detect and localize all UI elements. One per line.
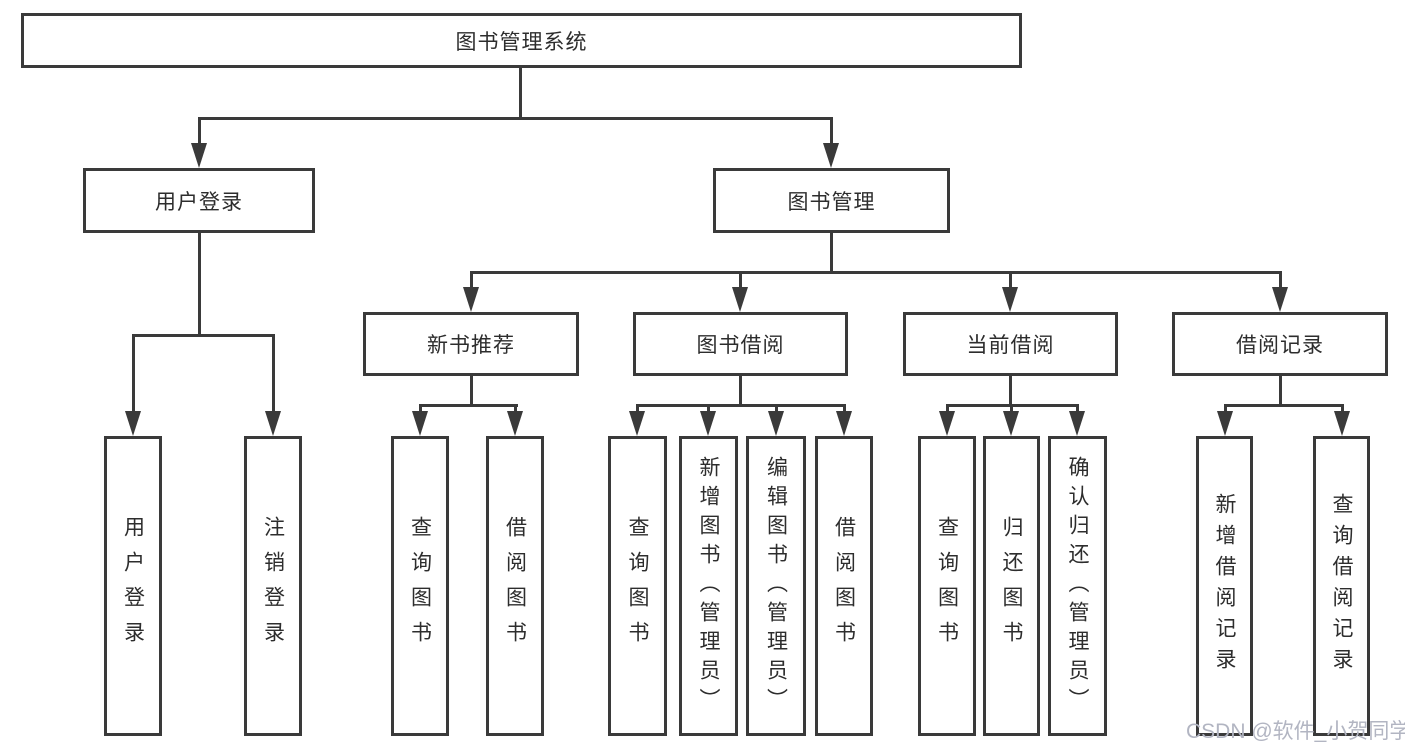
leaf-borrowing-query-books: 查询图书 [608,436,667,736]
leaf-borrowing-borrow-books-label: 借阅图书 [832,516,856,656]
connector-line [470,271,1282,274]
connector-line [739,271,742,288]
connector-line [830,233,833,273]
connector-line [419,404,518,407]
leaf-newbook-query-books: 查询图书 [391,436,449,736]
connector-line [1224,404,1227,413]
leaf-query-borrow-record: 查询借阅记录 [1313,436,1370,736]
connector-line [707,404,710,413]
connector-line [198,117,833,120]
arrowhead-down-icon [265,411,281,436]
arrowhead-down-icon [1069,411,1085,436]
arrowhead-down-icon [768,411,784,436]
connector-line [470,376,473,407]
leaf-user-login: 用户登录 [104,436,162,736]
node-book-management: 图书管理 [713,168,950,233]
arrowhead-down-icon [700,411,716,436]
connector-line [1009,376,1012,407]
connector-line [1009,271,1012,288]
leaf-add-borrow-record-label: 新增借阅记录 [1213,493,1236,679]
connector-line [272,334,275,412]
arrowhead-down-icon [1003,411,1019,436]
connector-line [843,404,846,413]
node-borrow-records-label: 借阅记录 [1236,334,1324,357]
leaf-confirm-return-admin-label: 确认归还（管理员） [1066,455,1089,717]
arrowhead-down-icon [836,411,852,436]
node-new-book-recommend-label: 新书推荐 [427,334,515,357]
connector-line [198,233,201,336]
leaf-borrowing-query-books-label: 查询图书 [626,516,649,656]
node-root-label: 图书管理系统 [455,30,588,54]
node-user-login-label: 用户登录 [155,190,243,214]
leaf-add-borrow-record: 新增借阅记录 [1196,436,1253,736]
node-book-borrowing: 图书借阅 [633,312,848,376]
arrowhead-down-icon [412,411,428,436]
arrowhead-down-icon [1002,287,1018,312]
node-user-login: 用户登录 [83,168,315,233]
connector-line [470,271,473,288]
connector-line [514,404,517,413]
arrowhead-down-icon [507,411,523,436]
arrowhead-down-icon [732,287,748,312]
connector-line [739,376,742,407]
connector-line [636,404,639,413]
leaf-user-login-label: 用户登录 [121,516,145,656]
node-current-borrowing-label: 当前借阅 [966,334,1055,357]
leaf-edit-books-admin-label: 编辑图书（管理员） [764,455,788,717]
leaf-newbook-borrow-books-label: 借阅图书 [503,516,527,656]
leaf-newbook-borrow-books: 借阅图书 [486,436,544,736]
arrowhead-down-icon [1272,287,1288,312]
leaf-add-books-admin-label: 新增图书（管理员） [697,455,720,717]
leaf-borrowing-borrow-books: 借阅图书 [815,436,873,736]
arrowhead-down-icon [191,143,207,168]
connector-line [1341,404,1344,413]
leaf-return-books: 归还图书 [983,436,1040,736]
leaf-logout: 注销登录 [244,436,302,736]
node-borrow-records: 借阅记录 [1172,312,1388,376]
connector-line [775,404,778,413]
connector-line [1279,376,1282,407]
connector-line [830,117,833,145]
arrowhead-down-icon [125,411,141,436]
node-new-book-recommend: 新书推荐 [363,312,579,376]
csdn-watermark: CSDN @软件_小贺同学 [1186,720,1405,743]
leaf-current-query-books-label: 查询图书 [935,516,959,656]
connector-line [636,404,846,407]
connector-line [132,334,135,412]
connector-line [519,68,522,119]
leaf-edit-books-admin: 编辑图书（管理员） [746,436,806,736]
leaf-add-books-admin: 新增图书（管理员） [679,436,738,736]
node-book-borrowing-label: 图书借阅 [696,334,785,357]
arrowhead-down-icon [939,411,955,436]
connector-line [1010,404,1013,413]
connector-line [1224,404,1344,407]
connector-line [419,404,422,413]
leaf-return-books-label: 归还图书 [1000,516,1023,656]
connector-line [946,404,949,413]
arrowhead-down-icon [1334,411,1350,436]
arrowhead-down-icon [629,411,645,436]
connector-line [1076,404,1079,413]
leaf-query-borrow-record-label: 查询借阅记录 [1330,493,1353,679]
leaf-newbook-query-books-label: 查询图书 [408,516,432,656]
node-book-management-label: 图书管理 [787,190,876,214]
arrowhead-down-icon [463,287,479,312]
leaf-current-query-books: 查询图书 [918,436,976,736]
node-current-borrowing: 当前借阅 [903,312,1118,376]
arrowhead-down-icon [823,143,839,168]
leaf-logout-label: 注销登录 [261,516,285,656]
leaf-confirm-return-admin: 确认归还（管理员） [1048,436,1107,736]
connector-line [1279,271,1282,288]
connector-line [132,334,275,337]
node-root: 图书管理系统 [21,13,1022,68]
arrowhead-down-icon [1217,411,1233,436]
connector-line [198,117,201,145]
